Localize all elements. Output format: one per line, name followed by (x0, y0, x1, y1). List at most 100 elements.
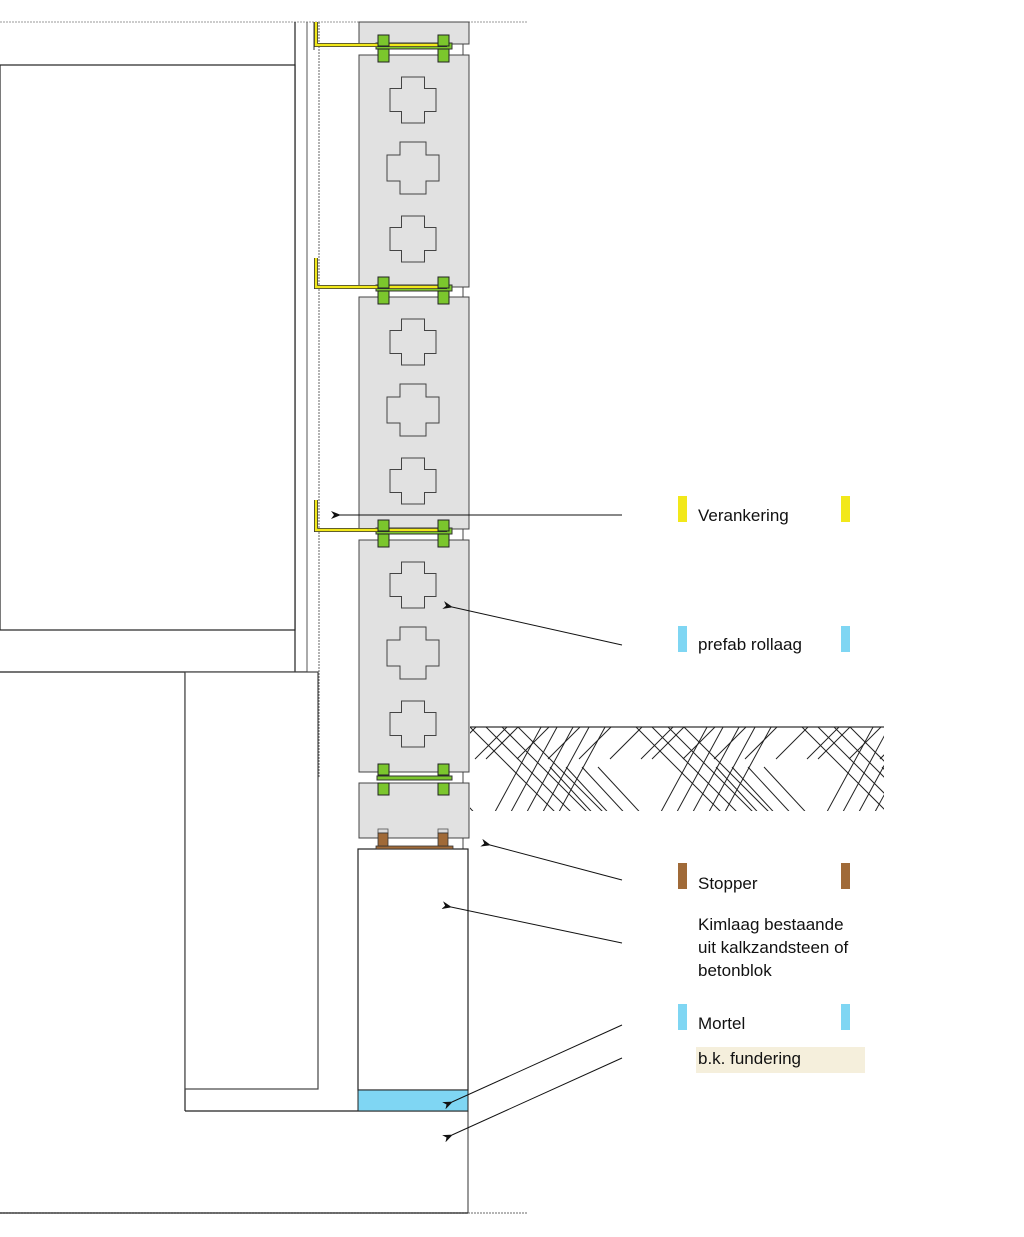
hatch-line (849, 727, 884, 762)
clip-top (377, 276, 390, 289)
swatch-prefab-right (841, 626, 850, 652)
mortel-layer (357, 1089, 469, 1112)
hatch-line (747, 766, 790, 811)
hatch-line (640, 727, 674, 760)
hatch-line (715, 766, 758, 811)
clip-top (377, 34, 390, 47)
hatch-line (660, 727, 708, 811)
hatch-line (724, 727, 772, 811)
stopper-cap (377, 828, 389, 834)
arrow-prefab-rollaag (442, 601, 623, 646)
hatch-line (942, 727, 974, 759)
swatch-stopper-left (678, 863, 687, 889)
prefab-block-2 (358, 296, 470, 530)
hatch-line (516, 727, 550, 760)
stopper-base (375, 845, 454, 850)
clip-rod (376, 775, 453, 781)
hatch-line (542, 727, 590, 811)
prefab-blocks (358, 54, 470, 773)
hatch-line (474, 727, 508, 760)
arrow-mortel (442, 1024, 623, 1110)
cross-cavity (389, 700, 437, 748)
label-mortel: Mortel (698, 1014, 746, 1033)
label-kimlaag-line-2: uit kalkzandsteen of (698, 938, 849, 957)
cross-cavity (389, 457, 437, 505)
fundering-box (696, 1047, 865, 1073)
stopper-cap (437, 828, 449, 834)
hatch-line (526, 727, 574, 811)
hatch-line (744, 727, 778, 760)
hatch-line (763, 766, 806, 811)
swatch-stopper-right (841, 863, 850, 889)
hatch-line (501, 727, 587, 811)
hatch-line (731, 766, 774, 811)
hatch-line (874, 794, 884, 811)
hatch-line (842, 735, 884, 811)
anchor-tie (314, 500, 447, 532)
hatch-line (485, 727, 571, 811)
hatch-line (817, 727, 851, 760)
arrow-fundering (442, 1057, 623, 1143)
hatch-line (914, 767, 964, 821)
leader-arrows (331, 511, 623, 1143)
swatch-verankering-right (841, 496, 850, 522)
label-verankering: Verankering (698, 506, 789, 525)
hatch-line (635, 727, 721, 811)
clip-bottom (437, 782, 450, 796)
hatch-line (578, 727, 612, 760)
hatch-line (775, 727, 809, 760)
hatch-line (597, 766, 640, 811)
hatch-line (565, 766, 608, 811)
hatch-line (886, 637, 986, 821)
prefab-block-top-partial (358, 21, 470, 45)
soil-hatch (320, 637, 986, 821)
hatch-line (683, 727, 769, 811)
hatch-line (651, 727, 737, 811)
clip-bottom (377, 290, 390, 305)
hatch-line (485, 727, 519, 760)
hatch-line (549, 766, 592, 811)
kimlaag-block (357, 848, 469, 1091)
hatch-line (817, 727, 884, 794)
clip-set-lower (376, 763, 453, 796)
hatch-line (682, 727, 716, 760)
clip-top (437, 276, 450, 289)
hatch-line (494, 727, 542, 811)
label-prefab-rollaag: prefab rollaag (698, 635, 802, 654)
hatch-line (470, 727, 477, 734)
swatch-prefab-left (678, 626, 687, 652)
hatch-line (881, 766, 884, 770)
clip-top (377, 519, 390, 532)
hatch-line (510, 727, 558, 811)
hatch-line (801, 727, 884, 810)
cross-cavity (386, 383, 440, 437)
cross-cavity (386, 626, 440, 680)
label-kimlaag-line-1: Kimlaag bestaande (698, 915, 844, 934)
swatch-verankering-left (678, 496, 687, 522)
anchor-1 (314, 22, 453, 63)
prefab-block-1 (358, 54, 470, 288)
swatch-mortel-right (841, 1004, 850, 1030)
clip-bottom (377, 782, 390, 796)
prefab-block-small (358, 782, 470, 839)
clip-top (437, 519, 450, 532)
swatch-mortel-left (678, 1004, 687, 1030)
hatch-line (692, 727, 740, 811)
hatch-line (320, 727, 352, 759)
cross-cavity (389, 318, 437, 366)
hatch-line (667, 727, 753, 811)
prefab-block-3 (358, 539, 470, 773)
clip-top (437, 763, 450, 776)
clip-bottom (377, 533, 390, 548)
hatch-line (833, 727, 884, 778)
clip-bottom (437, 48, 450, 63)
anchor-tie (314, 22, 447, 47)
hatch-line (708, 727, 756, 811)
hatch-line (470, 727, 555, 811)
label-kimlaag-line-3: betonblok (698, 961, 772, 980)
anchor-tie (314, 258, 447, 289)
anchors (314, 22, 453, 796)
inner-structure (0, 22, 469, 1214)
stopper (437, 832, 449, 847)
